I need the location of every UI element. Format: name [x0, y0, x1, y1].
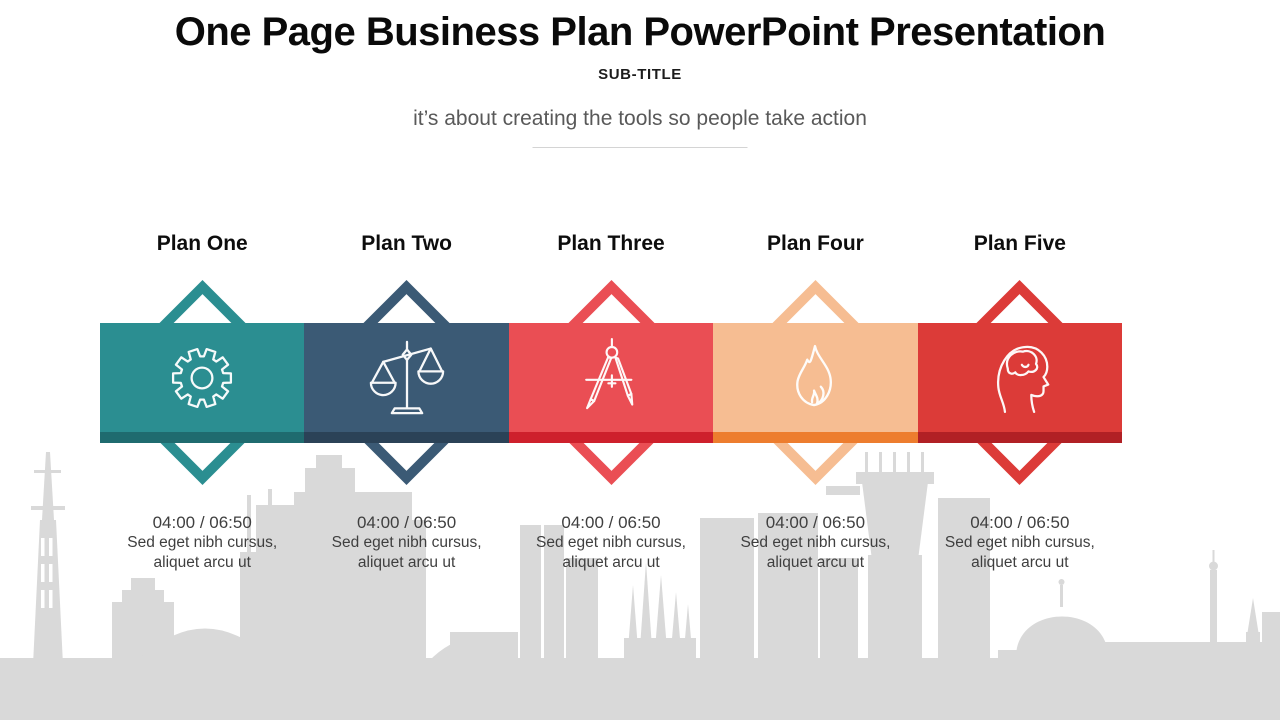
- plan-time: 04:00 / 06:50: [356, 513, 457, 532]
- plan-column-one: Plan One 04:00 / 06:50 Sed eget nibh cur…: [99, 232, 305, 612]
- plan-description: Sed eget nibh cursus, aliquet arcu ut: [707, 533, 923, 572]
- plan-label: Plan Five: [973, 232, 1066, 255]
- plan-banner-segment: [100, 323, 305, 443]
- plan-column-two: Plan Two 04:00 / 06:50 Sed eget: [304, 232, 510, 612]
- plan-banner-segment: [713, 323, 919, 443]
- plan-column-four: Plan Four 04:00 / 06:50 Sed eget nibh cu…: [712, 232, 919, 612]
- plan-details: 04:00 / 06:50 Sed eget nibh cursus, aliqu…: [503, 512, 719, 572]
- plan-details: 04:00 / 06:50 Sed eget nibh cursus, aliqu…: [707, 512, 923, 572]
- scales-icon: [304, 336, 508, 420]
- plans-banner: Plan One 04:00 / 06:50 Sed eget nibh cur…: [99, 232, 1123, 612]
- plan-label: Plan One: [156, 232, 248, 255]
- plan-desc-line2: aliquet arcu ut: [153, 553, 251, 571]
- plan-desc-line1: Sed eget nibh cursus,: [944, 534, 1095, 551]
- divider-line: [532, 147, 748, 148]
- plan-desc-line1: Sed eget nibh cursus,: [127, 534, 278, 551]
- plan-description: Sed eget nibh cursus, aliquet arcu ut: [298, 533, 514, 572]
- plan-column-five: Plan Five 04:00 / 06:50 Sed eget nibh cu…: [917, 232, 1123, 612]
- plan-time: 04:00 / 06:50: [765, 513, 866, 532]
- flame-icon: [713, 336, 917, 420]
- tagline: it’s about creating the tools so people …: [413, 107, 867, 130]
- plan-desc-line1: Sed eget nibh cursus,: [331, 534, 482, 551]
- plan-desc-line2: aliquet arcu ut: [971, 553, 1069, 571]
- plan-desc-line2: aliquet arcu ut: [357, 553, 456, 571]
- plan-details: 04:00 / 06:50 Sed eget nibh cursus, aliqu…: [912, 512, 1128, 572]
- plan-label: Plan Two: [361, 232, 452, 255]
- city-skyline-silhouette: [0, 452, 1280, 720]
- plan-details: 04:00 / 06:50 Sed eget nibh cursus, aliqu…: [298, 512, 514, 572]
- plan-description: Sed eget nibh cursus, aliquet arcu ut: [94, 533, 310, 572]
- page-subtitle: SUB-TITLE: [598, 66, 682, 83]
- plan-description: Sed eget nibh cursus, aliquet arcu ut: [912, 533, 1128, 572]
- page-title: One Page Business Plan PowerPoint Presen…: [174, 10, 1106, 54]
- gear-icon: [100, 336, 304, 420]
- plan-description: Sed eget nibh cursus, aliquet arcu ut: [503, 533, 719, 572]
- head-brain-icon: [918, 336, 1122, 420]
- plan-time: 04:00 / 06:50: [970, 513, 1070, 532]
- plan-label: Plan Four: [767, 232, 864, 255]
- plan-desc-line1: Sed eget nibh cursus,: [740, 534, 891, 551]
- drafting-compass-icon: [509, 336, 713, 420]
- plan-desc-line2: aliquet arcu ut: [562, 553, 660, 571]
- plan-time: 04:00 / 06:50: [152, 513, 252, 532]
- plan-time: 04:00 / 06:50: [561, 513, 661, 532]
- plan-banner-segment: [917, 323, 1123, 443]
- plan-desc-line2: aliquet arcu ut: [766, 553, 865, 571]
- plan-column-three: Plan Three 04:00 / 06:50 Sed ege: [508, 232, 714, 612]
- plan-label: Plan Three: [557, 232, 665, 255]
- plan-desc-line1: Sed eget nibh cursus,: [536, 534, 686, 551]
- plan-details: 04:00 / 06:50 Sed eget nibh cursus, aliqu…: [94, 512, 310, 572]
